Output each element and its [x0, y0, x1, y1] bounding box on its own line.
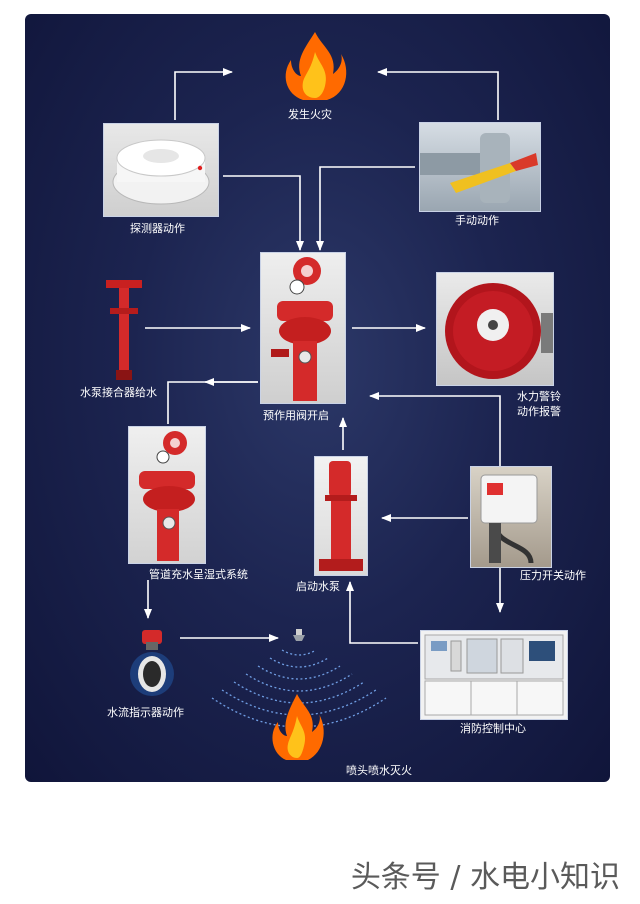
alarm-bell-label-2: 动作报警: [517, 405, 561, 418]
pump-connector-label: 水泵接合器给水: [80, 386, 157, 399]
pressure-switch-image: [470, 466, 552, 568]
fire-label: 发生火灾: [288, 108, 332, 121]
smoke-detector-image: [103, 123, 219, 217]
preaction-valve-label: 预作用阀开启: [263, 409, 329, 422]
arrow-control-pump: [346, 581, 418, 644]
pipe-filled-label: 管道充水呈湿式系统: [149, 568, 248, 581]
sprinkler-flame-icon: [266, 692, 328, 762]
arrow-pressure-valve: [369, 392, 501, 466]
preaction-valve-image: [260, 252, 346, 404]
arrow-detector-valve: [223, 175, 304, 251]
arrow-manual-valve: [316, 166, 415, 251]
fire-node: 发生火灾: [275, 30, 355, 125]
flow-indicator-image: [128, 630, 176, 698]
pressure-switch-label: 压力开关动作: [520, 569, 586, 582]
control-center-image: [420, 630, 568, 720]
water-pump-image: [314, 456, 368, 576]
detector-label: 探测器动作: [130, 222, 185, 235]
control-center-label: 消防控制中心: [460, 722, 526, 735]
flow-indicator-label: 水流指示器动作: [107, 706, 184, 719]
flame-icon: [285, 32, 347, 100]
watermark: 头条号 / 水电小知识: [350, 860, 620, 895]
arrow-valve-pipe: [167, 381, 258, 424]
arrow-fire-manual: [377, 68, 499, 120]
wet-system-valve-image: [128, 426, 206, 564]
manual-valve-image: [419, 122, 541, 212]
start-pump-label: 启动水泵: [296, 580, 340, 593]
alarm-bell-image: [436, 272, 554, 386]
sprinkler-head-icon: [292, 628, 306, 642]
alarm-bell-label-1: 水力警铃: [517, 390, 561, 403]
sprinkler-label: 喷头喷水灭火: [346, 764, 412, 777]
arrow-fire-detector: [174, 68, 233, 120]
manual-label: 手动动作: [455, 214, 499, 227]
pump-connector-image: [104, 278, 144, 382]
